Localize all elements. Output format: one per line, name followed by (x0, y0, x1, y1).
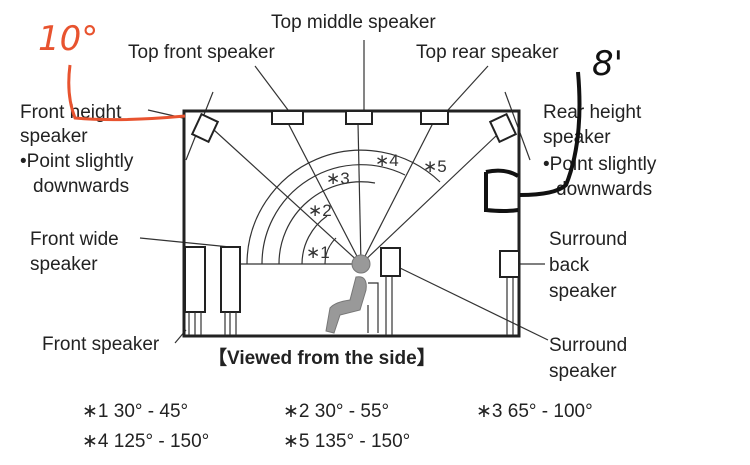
surround-back-speaker (499, 250, 520, 278)
listener-figure (325, 254, 379, 334)
top-rear-speaker (420, 110, 449, 125)
label-top-front: Top front speaker (128, 42, 275, 63)
angle-legend-2: ∗2 30° - 55° (283, 401, 389, 422)
label-rear-height-1: Rear height (543, 102, 642, 123)
top-front-speaker (271, 110, 304, 125)
top-middle-speaker (345, 110, 373, 125)
label-front-height-1: Front height (20, 102, 122, 123)
label-surround-back-3: speaker (549, 281, 617, 302)
angle-mark-1: ∗1 (306, 243, 330, 262)
angle-mark-2: ∗2 (308, 201, 332, 220)
angle-mark-3: ∗3 (326, 169, 350, 188)
front-speaker (184, 246, 206, 313)
view-title: 【Viewed from the side】 (208, 346, 436, 369)
label-surround-2: speaker (549, 361, 617, 382)
label-top-rear: Top rear speaker (416, 42, 559, 63)
label-front-height-note-2: downwards (33, 176, 129, 197)
speaker-stands (188, 276, 514, 335)
surround-speaker (380, 247, 401, 277)
leader-top-rear (447, 65, 489, 111)
label-surround-back-2: back (549, 255, 590, 276)
angle-legend-1: ∗1 30° - 45° (82, 401, 188, 422)
label-top-middle: Top middle speaker (271, 12, 436, 33)
angle-mark-4: ∗4 (375, 151, 399, 170)
rear-height-speaker (488, 112, 518, 144)
handwritten-note-left: 10° (38, 19, 98, 59)
leader-surround (399, 267, 549, 341)
handwritten-black-stroke (484, 71, 582, 213)
handwritten-red-stroke (67, 64, 186, 122)
angle-arcs (246, 149, 441, 265)
angle-legend-5: ∗5 135° - 150° (283, 431, 410, 452)
label-rear-height-note-2: downwards (556, 179, 652, 200)
label-front-height-2: speaker (20, 126, 88, 147)
front-wide-speaker (220, 246, 241, 313)
front-height-speaker (190, 112, 220, 144)
label-front-wide-1: Front wide (30, 229, 119, 250)
angle-legend-3: ∗3 65° - 100° (476, 401, 593, 422)
label-front-speaker: Front speaker (42, 334, 160, 355)
angle-mark-5: ∗5 (423, 157, 447, 176)
leader-top-front (254, 65, 289, 111)
label-surround-back-1: Surround (549, 229, 627, 250)
label-rear-height-note-1: •Point slightly (543, 154, 657, 175)
angle-legend-4: ∗4 125° - 150° (82, 431, 209, 452)
label-front-wide-2: speaker (30, 254, 98, 275)
listening-lines (213, 122, 498, 265)
label-surround-1: Surround (549, 335, 627, 356)
label-front-height-note-1: •Point slightly (20, 151, 134, 172)
handwritten-note-right: 8' (592, 44, 623, 84)
